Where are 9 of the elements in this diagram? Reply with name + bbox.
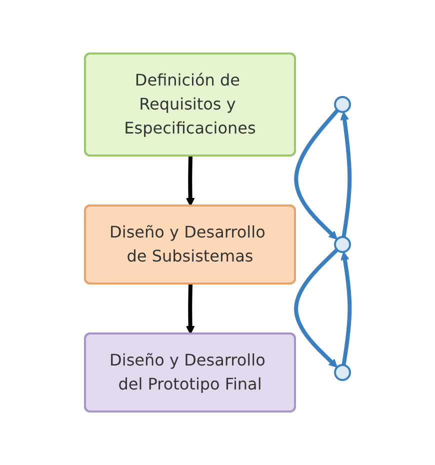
arrow [186,156,195,206]
node-circle [334,236,351,253]
arrow [340,252,352,366]
node-circle [334,364,351,381]
node-circle [334,96,351,113]
arrow [294,108,340,240]
arrow [186,284,195,334]
arrow [340,112,352,238]
arrow [294,248,338,368]
